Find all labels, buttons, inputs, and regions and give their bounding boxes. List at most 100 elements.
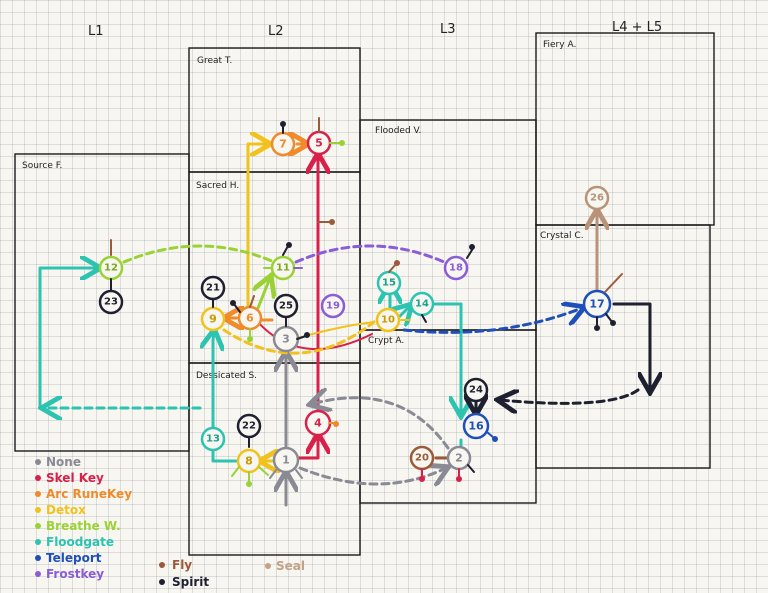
svg-text:Detox: Detox bbox=[46, 503, 86, 517]
legend-item-detox: Detox bbox=[35, 503, 86, 517]
region-label-crypt-a: Crypt A. bbox=[368, 336, 404, 346]
edge-spirit-17-down bbox=[612, 302, 650, 390]
edge-skelkey-1-to-4 bbox=[294, 436, 318, 460]
node-13: 13 bbox=[200, 426, 226, 452]
region-label-flooded-v: Flooded V. bbox=[375, 126, 421, 136]
svg-text:20: 20 bbox=[415, 453, 429, 464]
svg-text:None: None bbox=[46, 455, 81, 469]
node-20: 20 bbox=[409, 445, 435, 471]
svg-text:14: 14 bbox=[415, 299, 429, 310]
svg-text:10: 10 bbox=[381, 315, 395, 326]
svg-text:25: 25 bbox=[279, 301, 293, 312]
svg-text:4: 4 bbox=[314, 417, 322, 430]
edge-floodgate-14-to-16 bbox=[433, 302, 461, 414]
region-label-sacred-h: Sacred H. bbox=[196, 181, 239, 191]
node-7: 7 bbox=[270, 131, 296, 157]
svg-text:15: 15 bbox=[382, 278, 396, 289]
edge-dashed-breathe-12-to-11 bbox=[122, 244, 276, 264]
legend-item-fly: Fly bbox=[159, 558, 192, 572]
node-11: 11 bbox=[270, 255, 296, 281]
node-18: 18 bbox=[443, 255, 469, 281]
edge-dashed-frost-11-to-18 bbox=[294, 244, 446, 264]
svg-text:Skel Key: Skel Key bbox=[46, 471, 104, 485]
legend-item-teleport: Teleport bbox=[35, 551, 102, 565]
edge-skelkey-6-to-2 bbox=[255, 319, 373, 351]
legend-item-seal: Seal bbox=[265, 559, 305, 573]
svg-text:11: 11 bbox=[276, 263, 290, 274]
svg-text:Arc RuneKey: Arc RuneKey bbox=[46, 487, 132, 501]
node-12: 12 bbox=[98, 255, 124, 281]
edge-detox-6-to-7 bbox=[246, 144, 268, 310]
region-label-fiery-a: Fiery A. bbox=[543, 40, 576, 50]
svg-text:8: 8 bbox=[245, 455, 253, 468]
node-1: 1 bbox=[272, 446, 300, 474]
node-2: 2 bbox=[446, 445, 472, 471]
node-24: 24 bbox=[463, 377, 489, 403]
svg-text:7: 7 bbox=[279, 138, 287, 151]
svg-text:Spirit: Spirit bbox=[172, 575, 209, 589]
legend-item-breathe-w: Breathe W. bbox=[35, 519, 121, 533]
edge-floodgate-8-to-13 bbox=[211, 450, 238, 463]
edge-breathe-6-to-11 bbox=[258, 278, 270, 310]
node-16: 16 bbox=[462, 412, 490, 440]
node-3: 3 bbox=[272, 325, 300, 353]
region-label-crystal-c: Crystal C. bbox=[540, 231, 584, 241]
legend: None Skel Key Arc RuneKey Detox Breathe … bbox=[35, 455, 305, 589]
edge-floodgate-13-to-9 bbox=[213, 332, 214, 429]
legend-item-frostkey: Frostkey bbox=[35, 567, 104, 581]
column-label-l1: L1 bbox=[88, 24, 104, 39]
node-6: 6 bbox=[237, 305, 263, 331]
region-label-great-t: Great T. bbox=[197, 56, 232, 66]
svg-text:12: 12 bbox=[104, 263, 118, 274]
edge-dashed-teleport-10-to-17 bbox=[402, 308, 582, 334]
legend-item-arc-rune-key: Arc RuneKey bbox=[35, 487, 132, 501]
edge-floodgate-10-to-14 bbox=[398, 306, 410, 318]
node-10: 10 bbox=[375, 307, 401, 333]
column-label-l3: L3 bbox=[440, 22, 456, 37]
column-label-l4-l5: L4 + L5 bbox=[612, 20, 662, 35]
region-box-crypt-a bbox=[359, 329, 537, 504]
svg-text:Floodgate: Floodgate bbox=[46, 535, 114, 549]
node-14: 14 bbox=[409, 291, 435, 317]
svg-text:19: 19 bbox=[326, 301, 340, 312]
edge-dashed-detox-9-to-10 bbox=[222, 320, 376, 355]
svg-text:26: 26 bbox=[590, 193, 604, 204]
svg-text:23: 23 bbox=[104, 297, 118, 308]
svg-text:13: 13 bbox=[206, 434, 220, 445]
svg-text:Seal: Seal bbox=[276, 559, 305, 573]
region-box-fiery-a bbox=[535, 32, 715, 226]
svg-text:Teleport: Teleport bbox=[46, 551, 102, 565]
svg-text:3: 3 bbox=[282, 333, 290, 346]
svg-text:Fly: Fly bbox=[172, 558, 192, 572]
marker-stubs bbox=[110, 117, 623, 487]
svg-text:6: 6 bbox=[246, 312, 254, 325]
node-9: 9 bbox=[200, 306, 226, 332]
svg-text:18: 18 bbox=[449, 263, 463, 274]
legend-item-skel-key: Skel Key bbox=[35, 471, 104, 485]
node-22: 22 bbox=[236, 413, 262, 439]
svg-text:24: 24 bbox=[469, 385, 483, 396]
edge-dashed-none-2-to-4 bbox=[312, 398, 450, 450]
region-box-flooded-v bbox=[359, 119, 537, 331]
svg-text:1: 1 bbox=[282, 454, 290, 467]
region-label-source-f: Source F. bbox=[22, 161, 62, 171]
svg-text:17: 17 bbox=[589, 298, 604, 311]
svg-text:21: 21 bbox=[206, 283, 220, 294]
svg-text:22: 22 bbox=[242, 421, 256, 432]
region-box-crystal-c bbox=[535, 224, 711, 469]
node-21: 21 bbox=[200, 275, 226, 301]
svg-text:Breathe W.: Breathe W. bbox=[46, 519, 121, 533]
node-4: 4 bbox=[304, 409, 332, 437]
node-26: 26 bbox=[584, 185, 610, 211]
edge-floodgate-source-to-12 bbox=[38, 268, 98, 410]
column-label-l2: L2 bbox=[268, 24, 284, 39]
svg-text:2: 2 bbox=[455, 452, 463, 465]
edge-dashed-none-1-to-2 bbox=[298, 468, 446, 484]
edge-dashed-spirit-2-to-17 bbox=[500, 390, 640, 403]
legend-item-none: None bbox=[35, 455, 81, 469]
node-19: 19 bbox=[320, 293, 346, 319]
svg-text:16: 16 bbox=[468, 420, 484, 433]
legend-item-floodgate: Floodgate bbox=[35, 535, 114, 549]
svg-text:Frostkey: Frostkey bbox=[46, 567, 104, 581]
